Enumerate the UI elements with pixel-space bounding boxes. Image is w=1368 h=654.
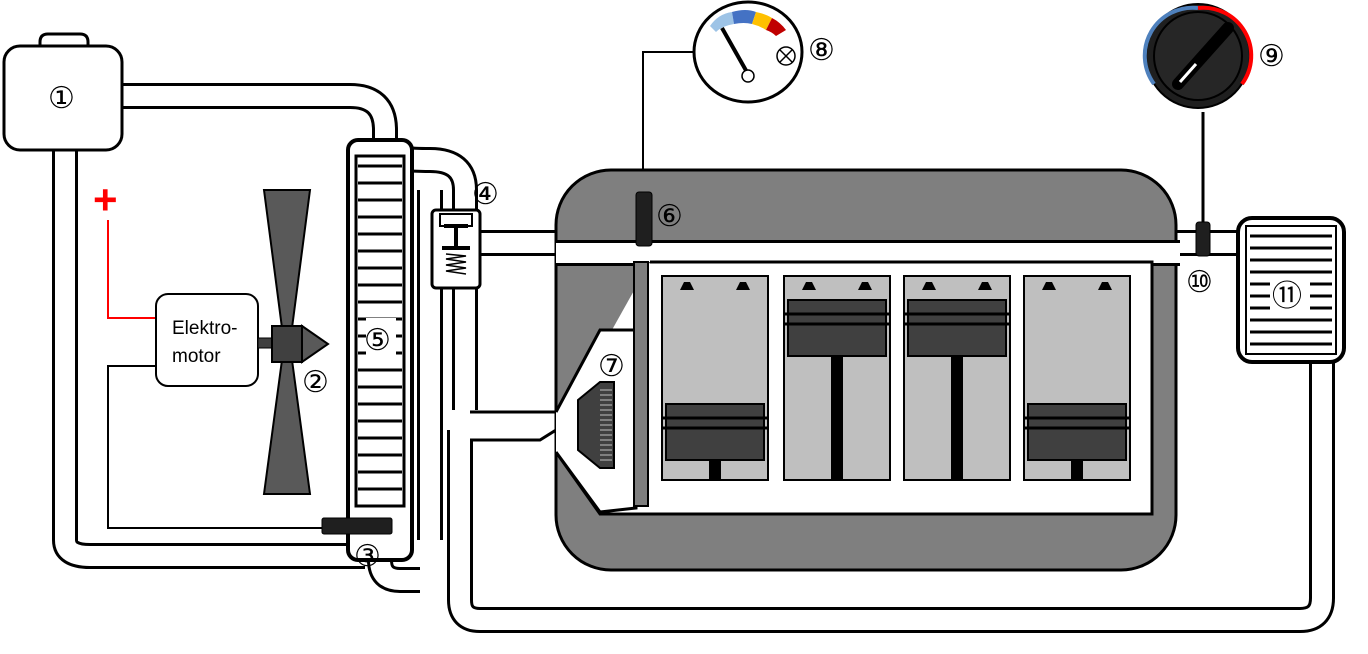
engine-block: ⑦ <box>470 168 1180 572</box>
fan-blade-top <box>262 189 312 329</box>
label-8: ⑧ <box>808 33 835 68</box>
label-3: ③ <box>354 539 381 574</box>
fan: ② <box>262 189 330 495</box>
gauge-seg-yellow <box>752 12 772 30</box>
label-4: ④ <box>472 177 499 212</box>
label-10: ⑩ <box>1186 265 1213 300</box>
wiring <box>107 51 1205 529</box>
water-pump: ⑦ <box>577 349 625 469</box>
gauge-seg-blue <box>710 12 734 32</box>
label-1: ① <box>48 81 75 116</box>
motor-label-1: Elektro- <box>172 318 237 339</box>
thermostat: ④ <box>430 177 499 290</box>
cylinder-1 <box>661 275 769 481</box>
fan-switch: ③ <box>321 517 393 574</box>
fan-nose <box>301 324 330 364</box>
heater-valve-sensor: ⑩ <box>1186 221 1213 300</box>
label-7: ⑦ <box>598 349 625 384</box>
motor-label-2: motor <box>172 346 221 367</box>
plus-sign: + <box>93 176 118 223</box>
ground-wire <box>107 365 330 529</box>
heater-control-knob: ⑨ <box>1142 3 1285 109</box>
label-11: ⑪ <box>1272 279 1302 314</box>
cylinders <box>661 275 1131 481</box>
temperature-gauge: ⑧ <box>692 0 835 104</box>
piston <box>1027 403 1127 461</box>
fan-hub <box>271 325 303 363</box>
piston <box>787 299 887 357</box>
label-5: ⑤ <box>364 323 391 358</box>
positive-wire <box>107 220 158 319</box>
piston <box>665 403 765 461</box>
expansion-tank: ① <box>2 32 124 152</box>
label-6: ⑥ <box>656 199 683 234</box>
radiator-fins <box>358 164 402 491</box>
sensor-wire-6 <box>642 51 700 190</box>
cylinder-3 <box>903 275 1011 481</box>
temperature-sensor: ⑥ <box>635 191 683 247</box>
electric-motor: Elektro- motor <box>155 293 273 387</box>
cylinder-2 <box>783 275 891 481</box>
radiator: ⑤ <box>346 138 414 562</box>
piston <box>907 299 1007 357</box>
label-9: ⑨ <box>1258 39 1285 74</box>
label-2: ② <box>302 365 329 400</box>
heater-core: ⑪ <box>1236 216 1346 364</box>
gauge-seg-red <box>766 18 786 36</box>
cylinder-4 <box>1023 275 1131 481</box>
gauge-seg-lightblue <box>732 10 756 24</box>
